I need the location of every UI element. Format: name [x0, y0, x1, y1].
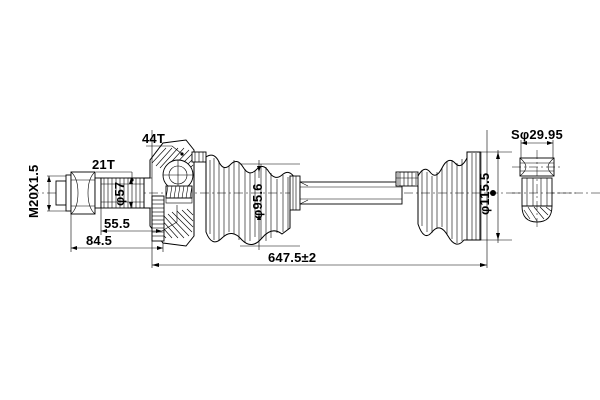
dimension-outer-joint-diameter: [480, 150, 512, 243]
dimension-inner-joint-diameter: [240, 160, 300, 250]
leader-thread-spec: [47, 175, 66, 212]
dimension-stub-long: [70, 214, 164, 252]
leader-inner-teeth: [96, 171, 134, 182]
label-inner-teeth: 21T: [92, 157, 115, 172]
rubber-boot-right: [417, 151, 482, 245]
threaded-stud-assembly: [55, 171, 102, 215]
label-overall-length: 647.5±2: [268, 250, 316, 265]
leader-outer-teeth: [146, 145, 184, 156]
label-stub-long: 84.5: [86, 233, 112, 248]
dimension-overall-length: [151, 130, 488, 268]
label-outer-teeth: 44T: [142, 131, 165, 146]
outer-cv-joint-housing: [143, 139, 195, 247]
label-stub-short: 55.5: [104, 216, 130, 231]
label-shaft-diameter: φ57: [112, 182, 127, 206]
boot-clamp-left: [191, 151, 207, 163]
main-shaft: [299, 181, 403, 205]
boot-clamp-right: [395, 171, 419, 187]
label-inner-joint-diameter: φ95.6: [250, 183, 265, 219]
dimension-ball-diameter: [521, 141, 553, 145]
label-thread-spec: M20X1.5: [26, 165, 41, 218]
label-outer-joint-diameter: φ115.5: [477, 173, 492, 215]
label-ball-diameter: Sφ29.95: [511, 127, 563, 142]
ball-detail-assembly: [512, 140, 576, 228]
